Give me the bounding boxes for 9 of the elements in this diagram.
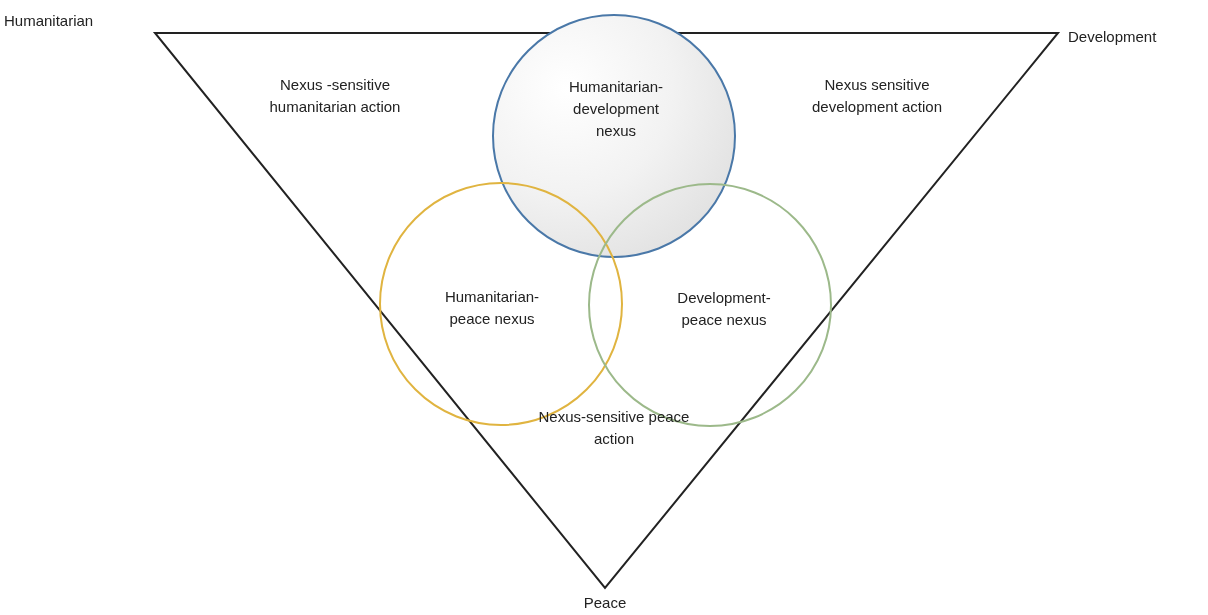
region-label: Peace [582, 593, 628, 613]
region-label: Nexus -sensitive humanitarian action [268, 75, 402, 117]
circle-label: Humanitarian-development nexus [567, 77, 665, 141]
circle-label: Development-peace nexus [676, 288, 772, 330]
region-label: Nexus-sensitive peace action [537, 407, 691, 449]
circle-label: Humanitarian-peace nexus [443, 287, 541, 329]
region-label: Development [1068, 27, 1158, 47]
region-label: Nexus sensitive development action [810, 75, 944, 117]
region-label: Humanitarian [4, 11, 95, 31]
